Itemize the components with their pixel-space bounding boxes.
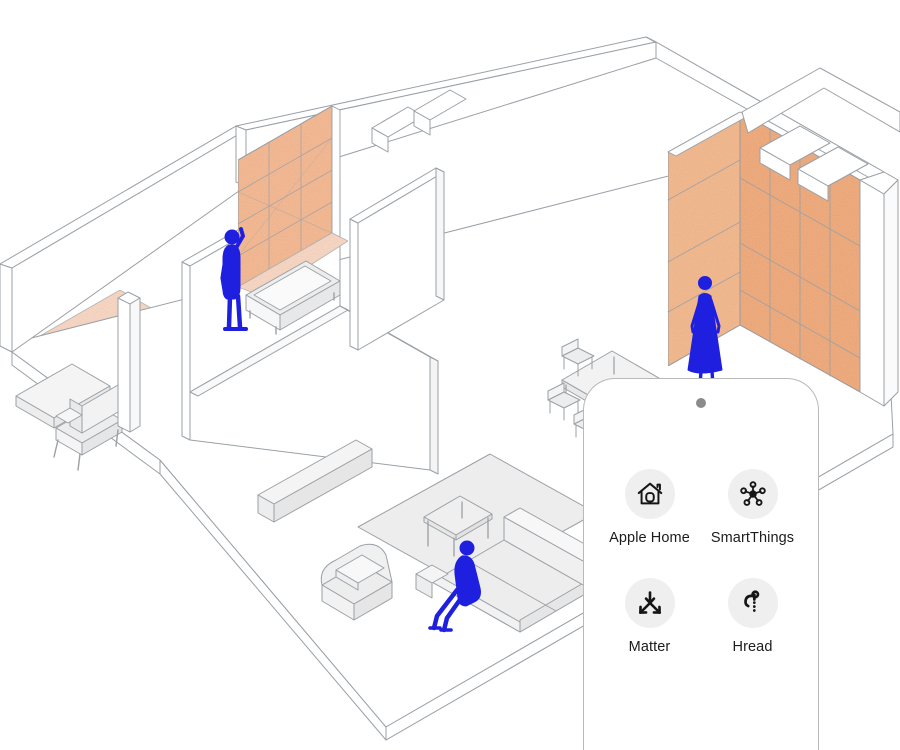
app-tile-thread[interactable]: Hread	[701, 578, 804, 655]
app-label-apple-home: Apple Home	[609, 530, 690, 546]
app-icon-smartthings[interactable]	[727, 469, 778, 519]
bathroom-tile-wall	[237, 105, 349, 297]
home-icon	[637, 482, 662, 505]
app-grid: Apple Home	[584, 469, 818, 655]
thread-icon	[743, 590, 759, 614]
wall-right-niches	[741, 67, 900, 202]
shelving-unit	[667, 111, 861, 393]
app-label-matter: Matter	[628, 639, 671, 655]
camera-dot	[696, 398, 706, 408]
bathtub	[245, 260, 341, 335]
app-icon-thread[interactable]	[727, 578, 778, 628]
app-tile-matter[interactable]: Matter	[598, 578, 701, 655]
figure-bathroom	[220, 227, 248, 331]
nook-posts	[117, 291, 141, 433]
hub-network-icon	[739, 481, 766, 506]
matter-arrows-icon	[638, 591, 661, 614]
smartphone-mockup: Apple Home	[583, 378, 819, 750]
figure-shelving	[687, 276, 723, 388]
wall-right-outer	[859, 171, 899, 407]
wall-back-right	[235, 36, 657, 187]
app-tile-smartthings[interactable]: SmartThings	[701, 469, 804, 546]
wall-center-right	[349, 167, 445, 351]
nook-armchair	[53, 384, 123, 471]
app-icon-matter[interactable]	[624, 578, 675, 628]
figure-sofa	[428, 540, 481, 633]
wall-back-left	[0, 125, 247, 353]
coffee-table	[423, 495, 493, 557]
app-label-thread: Hread	[732, 639, 773, 655]
app-icon-apple-home[interactable]	[624, 469, 675, 519]
media-bench	[257, 439, 373, 523]
app-label-smartthings: SmartThings	[710, 530, 795, 546]
living-armchair	[320, 543, 393, 621]
app-tile-apple-home[interactable]: Apple Home	[598, 469, 701, 546]
wall-niches	[371, 89, 467, 153]
